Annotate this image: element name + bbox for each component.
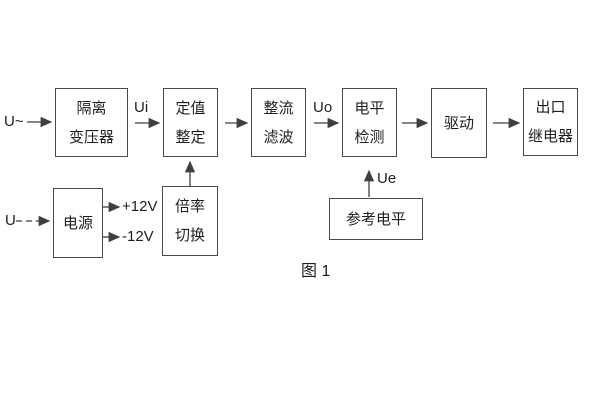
label-ui-signal: Ui	[134, 99, 149, 116]
block-label: 参考电平	[345, 210, 406, 228]
block-label: 整流	[263, 99, 294, 117]
block-label: 检测	[354, 128, 385, 146]
block-multiplier-switch: 倍率 切换	[162, 186, 218, 256]
block-label: 滤波	[263, 128, 294, 146]
block-output-relay: 出口 继电器	[523, 88, 578, 156]
block-label: 隔离	[76, 99, 107, 117]
block-label: 定值	[175, 99, 206, 117]
block-drive: 驱动	[431, 88, 487, 158]
block-label: 切换	[174, 227, 205, 244]
figure-caption: 图 1	[301, 263, 331, 280]
block-label: 电平	[354, 99, 385, 117]
block-label: 驱动	[443, 114, 474, 132]
block-label: 继电器	[527, 128, 573, 145]
label-plus-12v: +12V	[122, 198, 158, 215]
label-ue-signal: Ue	[377, 170, 397, 187]
block-label: 整定	[175, 128, 206, 146]
block-label: 倍率	[174, 198, 205, 215]
block-level-detect: 电平 检测	[342, 88, 397, 157]
label-dc-input: U	[5, 212, 16, 229]
block-rectifier-filter: 整流 滤波	[251, 88, 306, 157]
block-label: 出口	[535, 99, 566, 116]
block-reference-level: 参考电平	[329, 198, 423, 240]
label-minus-12v: -12V	[122, 228, 154, 245]
block-setting-adjust: 定值 整定	[163, 88, 218, 157]
block-isolation-transformer: 隔离 变压器	[55, 88, 128, 157]
block-label: 电源	[62, 214, 93, 232]
block-power-supply: 电源	[53, 188, 103, 258]
label-uo-signal: Uo	[313, 99, 333, 116]
block-label: 变压器	[68, 128, 114, 146]
label-ac-input: U~	[4, 113, 24, 130]
